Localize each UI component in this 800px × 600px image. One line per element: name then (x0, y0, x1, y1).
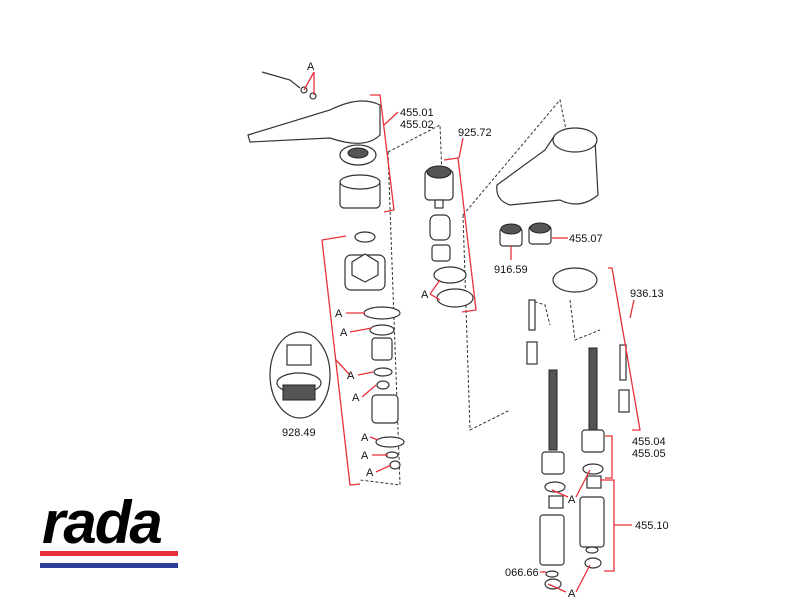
label-a: A (366, 467, 374, 479)
label-455-05: 455.05 (632, 448, 666, 460)
part-labels: A A A A A A A A A A A 455.01 455.02 925.… (282, 61, 669, 600)
label-a: A (307, 61, 315, 73)
handle-assembly (247, 71, 381, 209)
label-455-04: 455.04 (632, 436, 666, 448)
spout (496, 127, 599, 206)
label-a: A (361, 450, 369, 462)
label-916-59: 916.59 (494, 264, 528, 276)
rada-logo: rada (40, 489, 178, 568)
label-455-02: 455.02 (400, 119, 434, 131)
label-a: A (347, 370, 355, 382)
callout-lines (303, 71, 641, 593)
label-455-10: 455.10 (635, 520, 669, 532)
label-a: A (568, 588, 576, 600)
label-936-13: 936.13 (630, 288, 664, 300)
cartridge-detail-928-49 (269, 331, 331, 419)
cartridge-925-72 (424, 165, 474, 308)
label-a: A (568, 494, 576, 506)
logo-blue-stripe (40, 563, 178, 568)
label-a: A (421, 289, 429, 301)
label-925-72: 925.72 (458, 127, 492, 139)
logo-red-stripe (40, 551, 178, 556)
label-928-49: 928.49 (282, 427, 316, 439)
label-066-66: 066.66 (505, 567, 539, 579)
aerators (499, 222, 552, 247)
assembly-guide-lines (359, 98, 601, 486)
label-455-07: 455.07 (569, 233, 603, 245)
label-455-01: 455.01 (400, 107, 434, 119)
cartridge-parts (344, 231, 405, 470)
label-a: A (361, 432, 369, 444)
logo-text: rada (42, 489, 161, 556)
label-a: A (335, 308, 343, 320)
inlet-hoses (526, 267, 630, 590)
label-a: A (340, 327, 348, 339)
label-a: A (352, 392, 360, 404)
